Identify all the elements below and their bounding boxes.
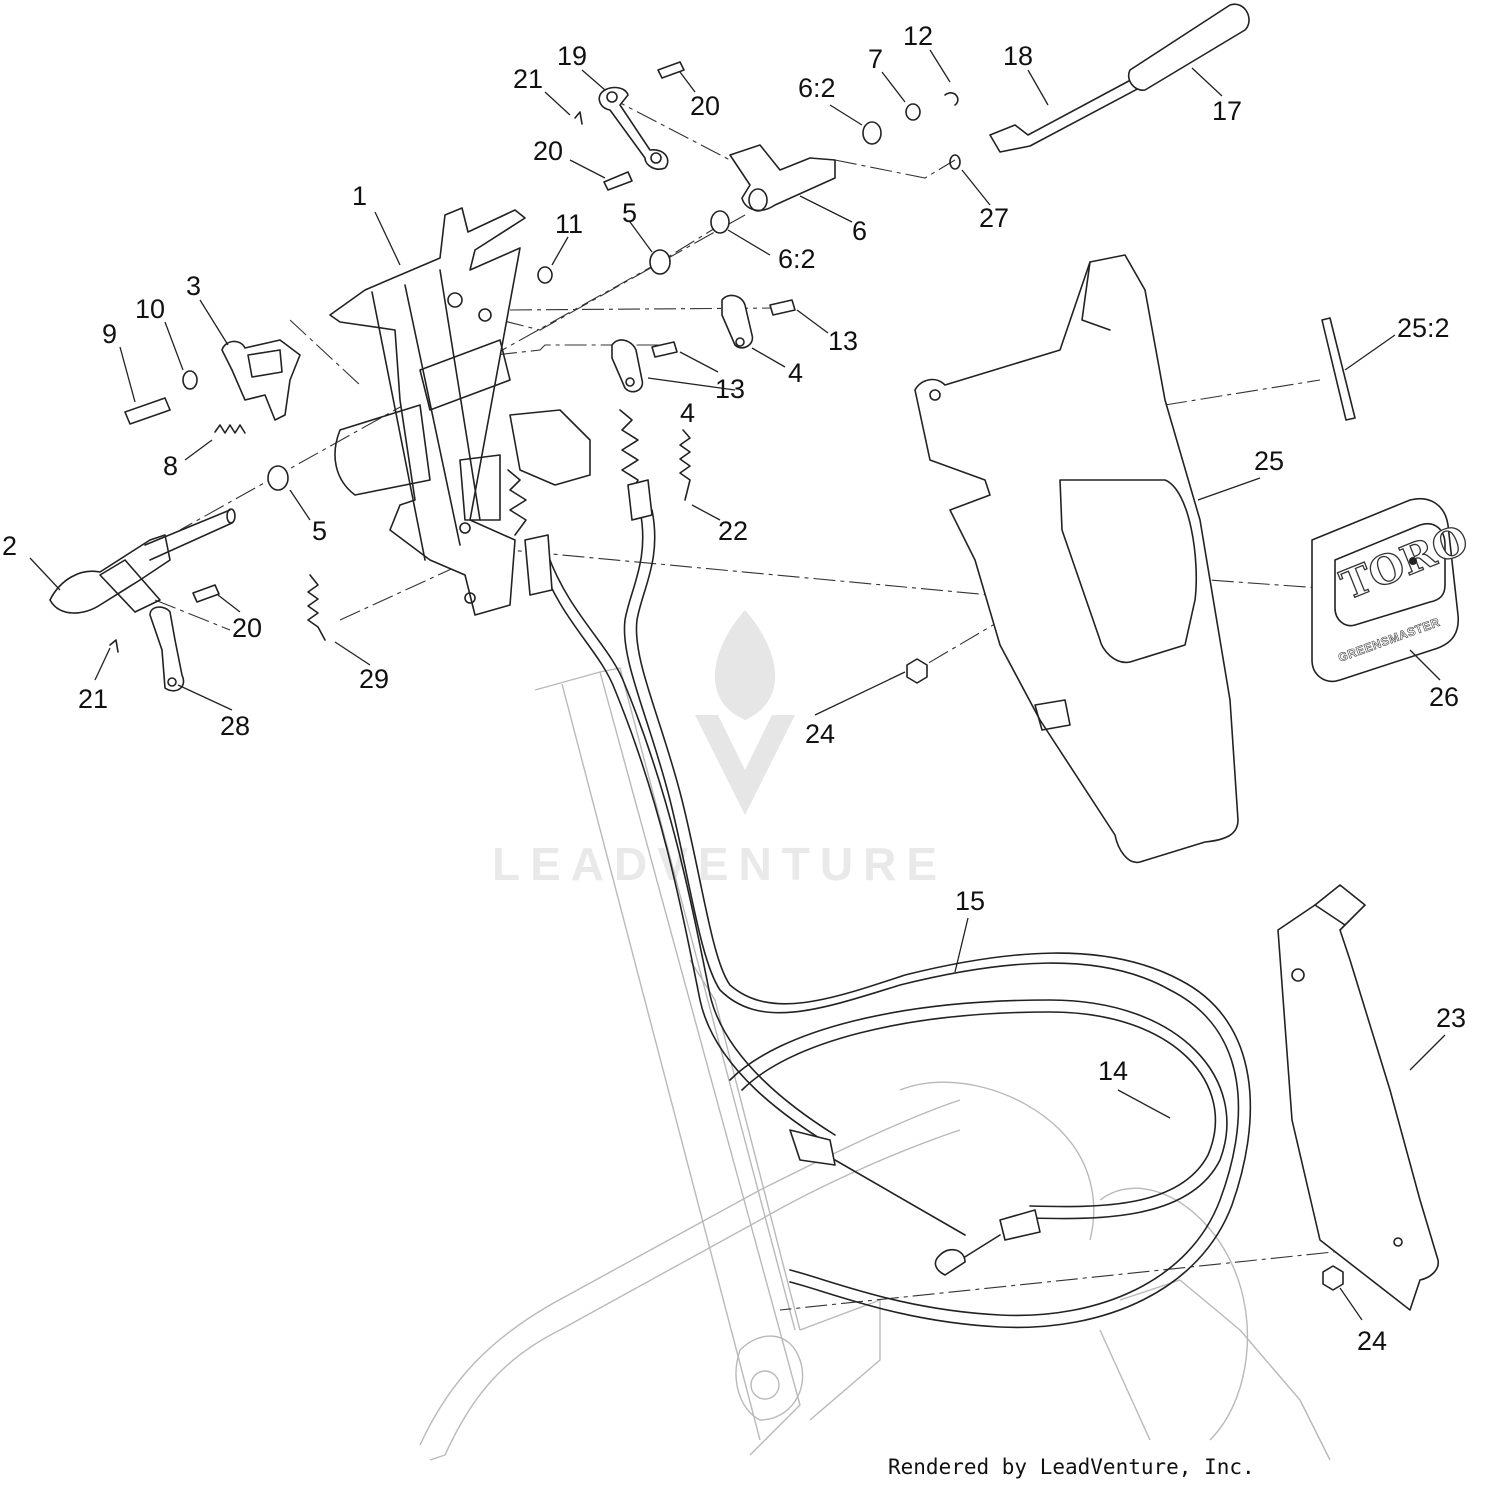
- part-12-clip: [944, 92, 959, 106]
- part-3-bracket: [221, 339, 301, 421]
- callout-11: 11: [555, 209, 583, 239]
- part-7-washer: [905, 103, 921, 121]
- callout-24-lower: 24: [1357, 1326, 1387, 1356]
- part-23-cover: [1277, 884, 1440, 1311]
- watermark-logo: [695, 610, 795, 815]
- part-10-washer: [182, 370, 198, 390]
- part-28-lever: [149, 606, 185, 692]
- part-18-rod: [989, 74, 1146, 153]
- callout-10: 10: [135, 294, 165, 324]
- cable-15-clamp: [627, 479, 653, 521]
- part-27-washer: [949, 154, 961, 170]
- callout-22: 22: [718, 516, 748, 546]
- part-11-nut: [537, 266, 553, 284]
- callout-15: 15: [955, 886, 985, 916]
- callout-26: 26: [1429, 682, 1459, 712]
- callout-12: 12: [903, 21, 933, 51]
- callout-19: 19: [557, 41, 587, 71]
- leader-lines: [29, 49, 1446, 1321]
- callout-13-lower: 13: [715, 374, 745, 404]
- cable-14-clamp: [524, 534, 553, 596]
- callout-24-upper: 24: [805, 719, 835, 749]
- part-17-grip: [1127, 3, 1250, 91]
- callout-29: 29: [359, 664, 389, 694]
- callout-20-top: 20: [690, 91, 720, 121]
- callout-4-upper: 4: [788, 358, 803, 388]
- part-20-pin-mid: [603, 171, 633, 191]
- callout-20-mid: 20: [533, 136, 563, 166]
- control-bracket: [329, 207, 591, 616]
- callout-8: 8: [163, 451, 178, 481]
- part-13-pin-upper: [769, 299, 796, 316]
- part-25-2-strip: [1321, 317, 1356, 421]
- part-13-pin-lower: [651, 341, 678, 358]
- part-21-clip-top: [574, 111, 583, 125]
- callout-2: 2: [2, 531, 17, 561]
- part-24-nut-upper: [906, 658, 928, 684]
- part-21-clip-lower: [109, 639, 119, 653]
- part-2-shaft: [49, 508, 236, 614]
- callout-7: 7: [868, 44, 883, 74]
- callout-13-upper: 13: [828, 326, 858, 356]
- part-22-spring: [679, 429, 691, 501]
- footer-credit: Rendered by LeadVenture, Inc.: [888, 1455, 1255, 1479]
- callout-14: 14: [1098, 1056, 1128, 1086]
- watermark-text: LEADVENTURE: [492, 838, 947, 890]
- callout-6: 6: [852, 216, 867, 246]
- callout-3: 3: [186, 271, 201, 301]
- callout-5-upper: 5: [622, 198, 637, 228]
- callout-6-2-upper: 6:2: [798, 73, 836, 103]
- callout-4-lower: 4: [680, 398, 695, 428]
- part-19-link: [598, 86, 669, 170]
- part-5-bushing-lower: [267, 465, 289, 491]
- callout-18: 18: [1003, 41, 1033, 71]
- callout-labels: 1 2 3 4 4 5 5 6 6:2 6:2 7 8 9 10 11 12 1…: [2, 21, 1466, 1356]
- callout-6-2-lower: 6:2: [778, 244, 816, 274]
- callout-25-2: 25:2: [1397, 313, 1450, 343]
- part-6-2-bushing-lower: [710, 210, 730, 234]
- callout-25: 25: [1254, 446, 1284, 476]
- callout-5-lower: 5: [312, 516, 327, 546]
- part-24-nut-lower: [1322, 1265, 1344, 1291]
- callout-17: 17: [1212, 96, 1242, 126]
- callout-23: 23: [1436, 1003, 1466, 1033]
- callout-21-lower: 21: [78, 684, 108, 714]
- callout-27: 27: [979, 203, 1009, 233]
- callout-20-lower: 20: [232, 613, 262, 643]
- part-4-lever-lower: [611, 339, 644, 393]
- callout-1: 1: [352, 181, 367, 211]
- part-15-cable: [623, 509, 1252, 1329]
- part-6-shaft: [729, 144, 836, 212]
- part-8-spring: [214, 424, 246, 434]
- part-20-pin-lower: [192, 584, 220, 603]
- callout-9: 9: [102, 319, 117, 349]
- decal-registered-dot: [1409, 557, 1417, 565]
- part-9-bolt: [124, 397, 171, 425]
- part-5-bushing-upper: [649, 249, 671, 275]
- cable-14-spring: [507, 469, 527, 536]
- part-26-decal: [1311, 498, 1459, 682]
- handle-frame-ghost: [419, 667, 1331, 1461]
- cable-15-spring: [619, 409, 639, 496]
- callout-28: 28: [220, 711, 250, 741]
- part-29-spring: [307, 574, 326, 641]
- callout-21-top: 21: [513, 64, 543, 94]
- part-4-lever-upper: [721, 294, 754, 349]
- part-20-pin-top: [657, 61, 685, 79]
- part-25-cover: [914, 254, 1239, 864]
- part-6-2-bushing-upper: [862, 121, 882, 145]
- part-14-cable: [539, 554, 1228, 1276]
